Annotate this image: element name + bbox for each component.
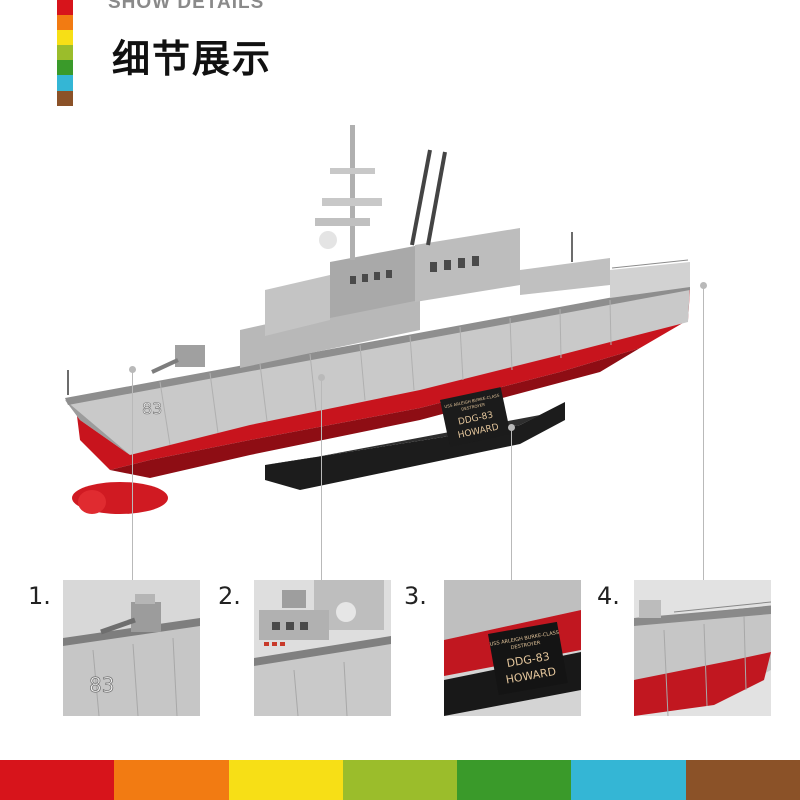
nameplate: USS ARLEIGH BURKE-CLASS DESTROYER DDG-83… (440, 387, 511, 447)
ship-model-image: 83 USS ARLEIGH BURKE-CLASS DESTROYER DDG… (65, 125, 690, 514)
leader-line-4 (703, 286, 704, 580)
leader-dot-4 (700, 282, 707, 289)
display-stand (265, 402, 565, 490)
detail-image-bridge (254, 580, 391, 716)
stripe-swatch-yellow (57, 30, 73, 46)
forward-gun (175, 345, 205, 367)
plaque-line-2: DESTROYER (461, 402, 486, 412)
detail-number-3: 3. (404, 582, 427, 610)
stripe-swatch-green (57, 60, 73, 76)
bar-swatch-orange (114, 760, 229, 800)
stripe-swatch-orange (57, 15, 73, 31)
color-stripe-vertical (57, 0, 73, 106)
bridge-superstructure (240, 290, 420, 368)
hull-grey (65, 285, 690, 455)
stripe-swatch-lime (57, 45, 73, 61)
section-subtitle: SHOW DETAILS (108, 0, 265, 13)
leader-line-2 (321, 378, 322, 580)
detail-image-stern (634, 580, 771, 716)
leader-dot-1 (129, 366, 136, 373)
bar-swatch-yellow (228, 760, 343, 800)
leader-line-1 (132, 370, 133, 580)
leader-dot-3 (508, 424, 515, 431)
detail-number-4: 4. (597, 582, 620, 610)
bar-swatch-red (0, 760, 115, 800)
svg-text:83: 83 (89, 673, 114, 697)
bar-swatch-brown (685, 760, 800, 800)
bar-swatch-green (457, 760, 572, 800)
color-stripe-bottom (0, 760, 800, 800)
stripe-swatch-cyan (57, 75, 73, 91)
stripe-swatch-red (57, 0, 73, 16)
detail-number-1: 1. (28, 582, 51, 610)
stripe-swatch-brown (57, 90, 73, 106)
detail-image-nameplate: USS ARLEIGH BURKE-CLASS DESTROYER DDG-83… (444, 580, 581, 716)
detail-number-2: 2. (218, 582, 241, 610)
hull-number: 83 (142, 399, 162, 418)
bar-swatch-cyan (571, 760, 686, 800)
detail-image-bow-gun: 83 (63, 580, 200, 716)
bar-swatch-lime (342, 760, 458, 800)
leader-dot-2 (318, 374, 325, 381)
leader-line-3 (511, 428, 512, 580)
section-title: 细节展示 (112, 37, 273, 81)
svg-text:DESTROYER: DESTROYER (510, 640, 541, 651)
